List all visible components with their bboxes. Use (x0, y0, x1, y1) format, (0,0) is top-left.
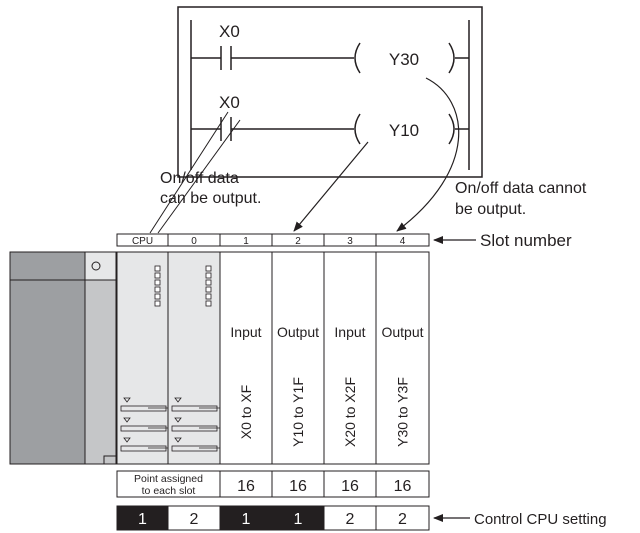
cpu-module-a (116, 251, 169, 465)
coil-label-rung-2: Y10 (389, 121, 419, 140)
points-slot-2: 16 (289, 478, 307, 495)
can-output-text-line2: can be output. (160, 190, 261, 207)
slot-number-label: Slot number (480, 231, 572, 250)
points-slot-1: 16 (237, 478, 255, 495)
cpu-value-4: 2 (346, 511, 355, 528)
power-supply-body (9, 279, 86, 465)
slot-number-row: CPU 0 1 2 3 4 (116, 233, 430, 247)
control-cpu-setting-label: Control CPU setting (474, 511, 607, 528)
points-label-line1: Point assigned (134, 473, 203, 485)
io-module-slot-4: Output Y30 to Y3F (375, 251, 430, 465)
cpu-cell-4 (323, 505, 377, 531)
can-output-text-line1: On/off data (160, 170, 239, 187)
contact-label-rung-1: X0 (219, 22, 240, 41)
cpu-module-b (167, 251, 221, 465)
cpu-value-1: 2 (190, 511, 199, 528)
cpu-cell-1 (167, 505, 221, 531)
control-cpu-row: 1 2 1 1 2 2 (116, 505, 430, 531)
module-range-slot-3: X20 to X2F (342, 377, 358, 447)
contact-label-rung-2: X0 (219, 93, 240, 112)
cpu-cell-2 (219, 505, 273, 531)
points-slot-4: 16 (394, 478, 412, 495)
coil-right-paren (448, 42, 455, 74)
io-module-slot-2: Output Y10 to Y1F (271, 251, 325, 465)
io-module-slot-1: Input X0 to XF (219, 251, 273, 465)
power-supply-top (9, 251, 86, 281)
module-type-slot-3: Input (334, 324, 365, 340)
callout-line-left (149, 111, 229, 234)
slot-label-0: 0 (191, 236, 197, 247)
arrow-y30-to-slot-4 (396, 77, 460, 232)
module-type-slot-1: Input (230, 324, 261, 340)
slot-label-4: 4 (400, 236, 406, 247)
arrow-y10-to-slot-2 (293, 141, 369, 232)
cpu-cell-5 (375, 505, 430, 531)
cpu-value-0: 1 (138, 511, 147, 528)
slot-label-cpu: CPU (132, 236, 153, 247)
module-range-slot-4: Y30 to Y3F (395, 377, 411, 447)
ladder-program: X0 Y30 X0 Y10 (177, 6, 483, 178)
module-range-slot-1: X0 to XF (238, 385, 254, 439)
ladder-frame (177, 6, 483, 178)
module-range-slot-2: Y10 to Y1F (290, 377, 306, 447)
cannot-output-text-line2: be output. (455, 201, 526, 218)
module-type-slot-4: Output (381, 324, 423, 340)
cpu-value-5: 2 (398, 511, 407, 528)
slot-label-3: 3 (347, 236, 353, 247)
coil-label-rung-1: Y30 (389, 50, 419, 69)
io-module-slot-3: Input X20 to X2F (323, 251, 377, 465)
module-type-slot-2: Output (277, 324, 319, 340)
slot-label-1: 1 (243, 236, 249, 247)
slot-label-2: 2 (295, 236, 301, 247)
rung-1: X0 Y30 (191, 22, 469, 74)
callout-line-right (157, 119, 241, 234)
points-row: Point assigned to each slot 16 16 16 16 (116, 470, 430, 498)
cannot-output-text-line1: On/off data cannot (455, 180, 587, 197)
led-indicator-icon (91, 261, 101, 271)
coil-left-paren (354, 42, 361, 74)
points-slot-3: 16 (341, 478, 359, 495)
cpu-value-3: 1 (294, 511, 303, 528)
cpu-value-2: 1 (242, 511, 251, 528)
rung-2: X0 Y10 (191, 93, 469, 145)
points-label-line2: to each slot (142, 485, 196, 497)
base-unit (9, 251, 117, 465)
